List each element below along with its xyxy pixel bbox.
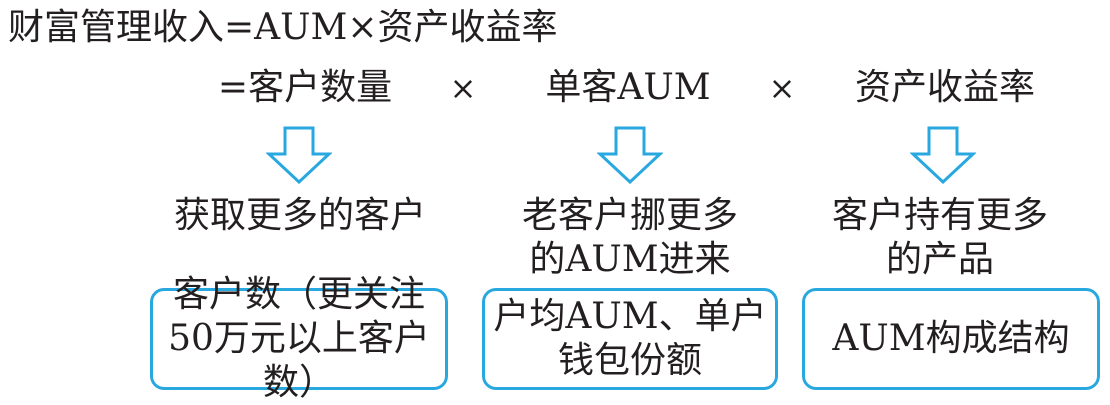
goal-line: 客户持有更多 (831, 195, 1048, 236)
goal-more-aum: 老客户挪更多 的AUM进来 (500, 194, 760, 282)
goal-line: 的产品 (885, 239, 994, 280)
metric-line: 50万元以上客户数） (168, 318, 430, 403)
factor-asset-yield: 资产收益率 (854, 67, 1035, 108)
goal-line: 老客户挪更多 (521, 195, 738, 236)
metric-line: 户均AUM、单户 (493, 296, 767, 337)
times-symbol-2: × (768, 69, 796, 107)
goal-line: 获取更多的客户 (173, 195, 426, 236)
metric-line: 钱包份额 (557, 340, 702, 381)
goal-more-products: 客户持有更多 的产品 (815, 194, 1065, 282)
metric-box-aum-per-client: 户均AUM、单户 钱包份额 (482, 288, 778, 390)
formula-title: 财富管理收入=AUM×资产收益率 (8, 7, 558, 48)
metric-box-aum-structure: AUM构成结构 (802, 288, 1100, 390)
factor-customer-count: =客户数量 (217, 67, 393, 108)
down-arrow-icon (266, 126, 332, 184)
factor-aum-per-client: 单客AUM (545, 67, 711, 108)
times-symbol-1: × (449, 69, 477, 107)
down-arrow-icon (597, 126, 663, 184)
goal-more-customers: 获取更多的客户 (160, 194, 440, 238)
down-arrow-icon (910, 126, 976, 184)
metric-box-customer-count: 客户数（更关注 50万元以上客户数） (150, 274, 448, 403)
metric-line: 客户数（更关注 (172, 274, 425, 315)
metric-line: AUM构成结构 (832, 318, 1070, 359)
goal-line: 的AUM进来 (529, 239, 731, 280)
